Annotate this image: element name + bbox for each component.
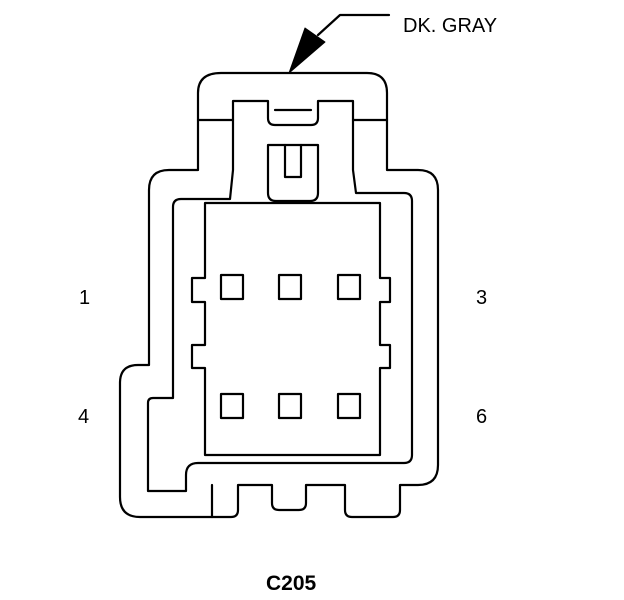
connector-housing-inner	[146, 99, 414, 493]
color-leader-line	[288, 13, 391, 74]
pin-cavity-1	[219, 273, 245, 301]
pin-label-3: 3	[476, 287, 488, 309]
pin-label-4: 4	[78, 406, 90, 428]
connector-housing-outer	[118, 71, 440, 519]
pin-cavity-4	[219, 392, 245, 420]
pin-cavity-2	[277, 273, 303, 301]
pin-cavity-5	[277, 392, 303, 420]
pin-label-1: 1	[79, 287, 91, 309]
wire-color-label: DK. GRAY	[403, 15, 498, 37]
connector-id-label: C205	[266, 572, 317, 595]
pin-cavity-frame	[190, 201, 392, 457]
latch-lock-slot	[283, 143, 303, 179]
pin-cavity-6	[336, 392, 362, 420]
pin-label-6: 6	[476, 406, 488, 428]
pin-cavity-3	[336, 273, 362, 301]
latch-lock	[266, 143, 320, 203]
